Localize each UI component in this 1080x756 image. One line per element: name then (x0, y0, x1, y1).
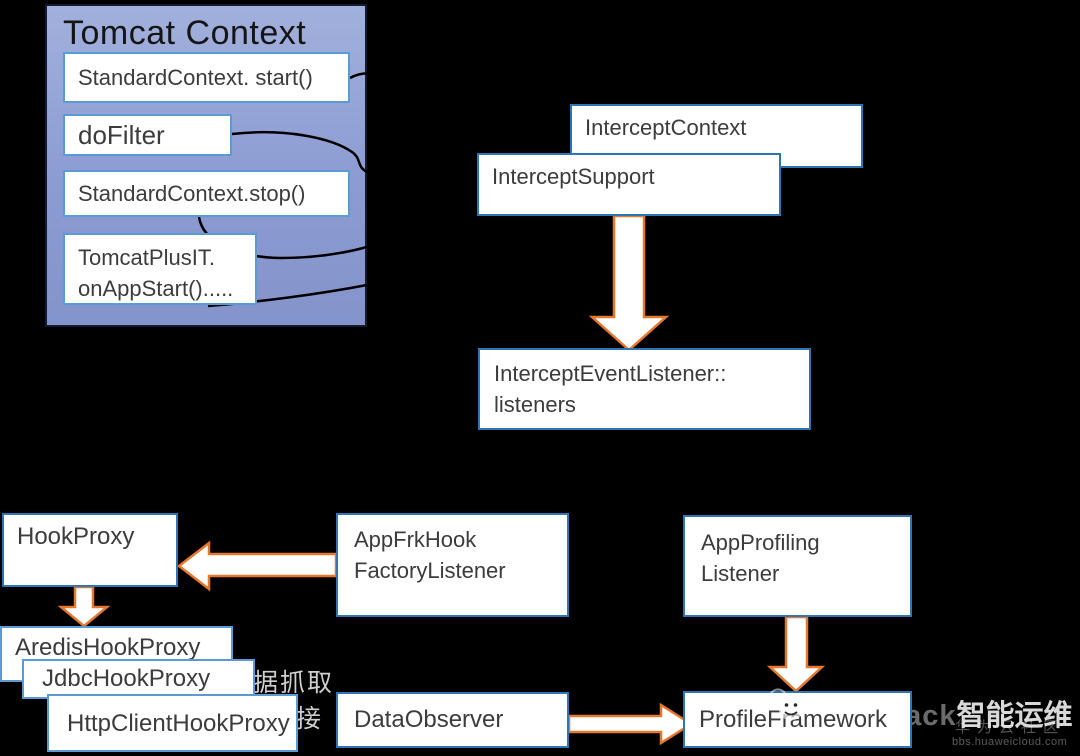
annotation-connect: 接 (296, 705, 324, 733)
box-profileframework: ProfileFramework (683, 691, 912, 748)
jdbchookproxy-label: JdbcHookProxy (42, 665, 211, 692)
connector-plusit-to-intercept (207, 199, 479, 308)
box-jdbchookproxy: JdbcHookProxy (22, 659, 255, 699)
intercepteventlistener-label-line2: listeners (494, 392, 576, 417)
box-hookproxy: HookProxy (2, 513, 178, 587)
watermark-site: bbs.huaweicloud.com (952, 736, 1068, 748)
arrow-appprofiling-to-profileframework (766, 615, 826, 693)
aredishookproxy-label: AredisHookProxy (15, 634, 201, 661)
intercepteventlistener-label-line1: InterceptEventListener:: (494, 361, 727, 386)
arrow-dataobserver-to-profileframework (567, 702, 694, 746)
interceptsupport-label: InterceptSupport (492, 164, 655, 189)
appfrkhook-label-line2: FactoryListener (354, 558, 506, 583)
dofilter-label: doFilter (78, 119, 165, 150)
appprofiling-label-line1: AppProfiling (701, 530, 820, 555)
box-standardcontext-start: StandardContext. start() (63, 52, 350, 103)
hookproxy-label: HookProxy (17, 523, 135, 550)
tomcatplusit-label-line2: onAppStart()..... (78, 276, 234, 301)
standardcontext-start-label: StandardContext. start() (78, 64, 313, 90)
tomcatplusit-label-line1: TomcatPlusIT. (78, 245, 215, 270)
box-tomcatplusit: TomcatPlusIT. onAppStart()..... (63, 233, 257, 305)
interceptcontext-label: InterceptContext (585, 115, 747, 140)
arrow-hookproxy-to-aredis (57, 585, 111, 628)
connector-start-to-intercept (349, 72, 479, 167)
appprofiling-label-line2: Listener (701, 561, 780, 586)
box-httpclienthookproxy: HttpClientHookProxy (47, 694, 298, 752)
box-standardcontext-stop: StandardContext.stop() (63, 170, 350, 217)
watermark-community: 华为云社区 (955, 719, 1066, 736)
tomcat-context-title: Tomcat Context (63, 14, 307, 52)
box-appprofiling-listener: AppProfiling Listener (683, 515, 912, 617)
connector-dofilter-to-intercept (231, 131, 478, 187)
box-appfrkhook-factorylistener: AppFrkHook FactoryListener (336, 513, 569, 617)
box-interceptsupport: InterceptSupport (477, 153, 781, 216)
annotation-data-capture: 据抓取 (253, 669, 335, 697)
uavstack-logo-icon (764, 687, 810, 725)
watermark-brand-cn: 智能运维 (956, 700, 1073, 732)
box-dataobserver: DataObserver (336, 692, 569, 748)
standardcontext-stop-label: StandardContext.stop() (78, 180, 306, 206)
arrow-appfrk-to-hookproxy (176, 540, 338, 592)
box-dofilter: doFilter (63, 114, 232, 156)
arrow-support-to-eventlistener (588, 214, 670, 352)
box-aredishookproxy: AredisHookProxy (0, 626, 233, 682)
box-intercepteventlistener: InterceptEventListener:: listeners (478, 348, 811, 430)
dataobserver-label: DataObserver (354, 706, 504, 733)
appfrkhook-label-line1: AppFrkHook (354, 527, 477, 552)
httpclienthookproxy-label: HttpClientHookProxy (67, 710, 290, 737)
